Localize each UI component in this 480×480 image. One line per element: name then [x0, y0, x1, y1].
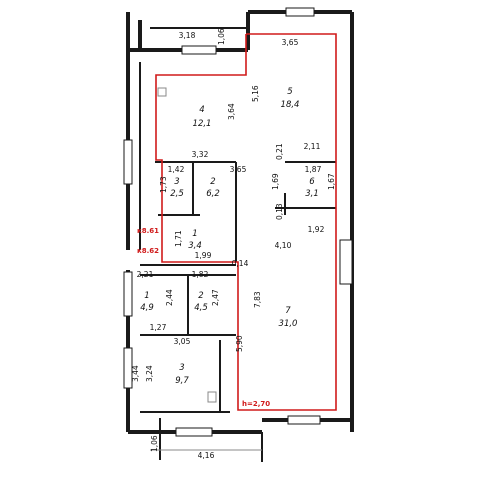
room-number: 4 — [199, 105, 204, 115]
room-number: 6 — [309, 177, 315, 187]
dimension: 0,14 — [232, 259, 249, 268]
vent-symbol — [157, 87, 167, 97]
dimension: 3,64 — [227, 103, 236, 120]
dimension: 0,13 — [275, 203, 284, 220]
dimension: 3,44 — [131, 365, 140, 382]
room-labels: 4 12,1 5 18,4 3 2,5 2 6,2 6 3,1 1 3,4 7 … — [140, 87, 319, 386]
dimension: 2,11 — [304, 142, 321, 151]
dimension: 1,92 — [308, 225, 325, 234]
room-number: 3 — [174, 177, 179, 187]
dimension: 1,42 — [168, 165, 185, 174]
room-area: 4,9 — [140, 303, 154, 313]
dimension: 1,27 — [150, 323, 167, 332]
apartment-outline — [155, 33, 337, 411]
dimension: 1,82 — [192, 270, 209, 279]
dimension: 2,44 — [165, 289, 174, 306]
room-area: 18,4 — [281, 100, 300, 110]
room-number: 1 — [144, 291, 149, 301]
dimension: 7,83 — [253, 291, 262, 308]
dimension: 1,87 — [305, 165, 322, 174]
red-marks: к8.61 к8.62 h=2,70 — [137, 227, 270, 408]
dimension: 1,06 — [217, 28, 226, 45]
dimension: 1,67 — [327, 173, 336, 190]
dimension: 1,06 — [150, 435, 159, 452]
room-number: 3 — [179, 363, 184, 373]
dimension: 1,73 — [159, 176, 168, 193]
room-area: 12,1 — [193, 119, 212, 129]
room-number: 1 — [192, 229, 197, 239]
dimension: 4,16 — [198, 451, 215, 460]
dimension: 3,32 — [192, 150, 209, 159]
room-number: 2 — [198, 291, 203, 301]
room-area: 9,7 — [175, 376, 189, 386]
room-number: 2 — [210, 177, 215, 187]
dimension: 3,65 — [282, 38, 299, 47]
room-area: 4,5 — [194, 303, 208, 313]
dimension: 4,10 — [275, 241, 292, 250]
dimension: 1,99 — [195, 251, 212, 260]
dimension: 2,47 — [211, 289, 220, 306]
dimension: 1,69 — [271, 173, 280, 190]
dimension: 5,16 — [251, 85, 260, 102]
dimension-labels: 3,18 1,06 3,65 5,16 3,64 3,32 2,11 0,21 … — [131, 28, 336, 460]
dimension: 3,24 — [145, 365, 154, 382]
elevation-mark: к8.62 — [137, 247, 159, 255]
ceiling-height-label: h=2,70 — [242, 400, 270, 408]
room-area: 31,0 — [279, 319, 298, 329]
dimension: 2,21 — [137, 270, 154, 279]
windows — [123, 7, 353, 437]
room-number: 7 — [285, 306, 291, 316]
dimension: 0,21 — [275, 143, 284, 160]
elevation-mark: к8.61 — [137, 227, 159, 235]
room-area: 3,1 — [305, 189, 319, 199]
dimension: 1,71 — [174, 230, 183, 247]
room-area: 2,5 — [170, 189, 184, 199]
room-number: 5 — [287, 87, 292, 97]
room-area: 6,2 — [206, 189, 220, 199]
vent-symbol — [207, 391, 217, 403]
room-area: 3,4 — [188, 241, 202, 251]
dimension: 5,90 — [235, 335, 244, 352]
dimension: 3,65 — [230, 165, 247, 174]
dimension: 3,05 — [174, 337, 191, 346]
dimension: 3,18 — [179, 31, 196, 40]
